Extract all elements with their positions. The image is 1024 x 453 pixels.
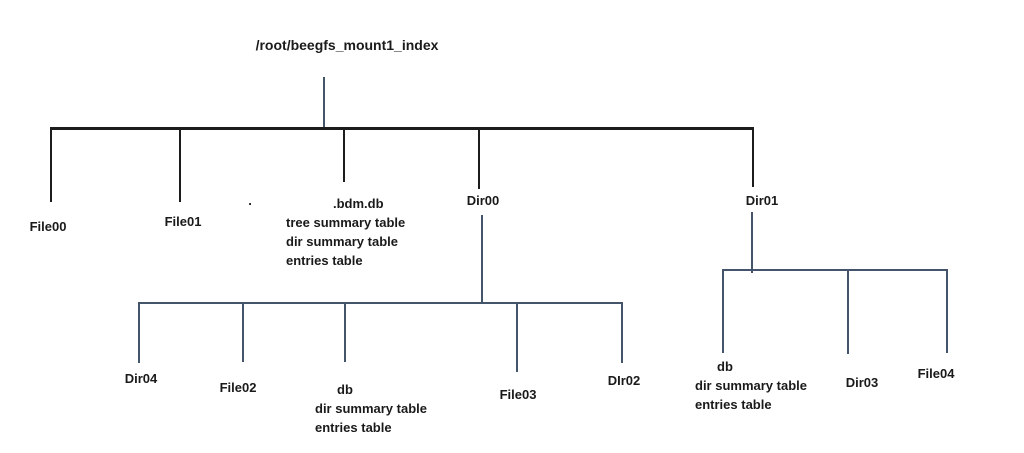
node-label-dir00: Dir00	[466, 193, 500, 208]
node-label-bdmdb-block: .bdm.db tree summary table dir summary t…	[286, 194, 405, 270]
db1-sublabel-dir-summary: dir summary table	[695, 378, 807, 393]
node-label-db1-block: db dir summary table entries table	[695, 357, 807, 414]
dir00-subtree-bar	[138, 302, 623, 304]
file01-drop-line	[179, 128, 181, 202]
node-label-dot: .	[248, 193, 252, 208]
db1-drop-line	[722, 270, 724, 353]
dir03-drop-line	[847, 270, 849, 354]
bdmdb-sublabel-entries: entries table	[286, 253, 363, 268]
file03-drop-line	[516, 303, 518, 372]
bdmdb-sublabel-tree-summary: tree summary table	[286, 215, 406, 230]
node-label-file02: File02	[219, 380, 257, 395]
dir01-drop-line	[752, 128, 754, 187]
node-label-root: /root/beegfs_mount1_index	[255, 37, 439, 53]
file04-drop-line	[946, 270, 948, 353]
db0-sublabel-entries: entries table	[315, 420, 392, 435]
db1-sublabel-entries: entries table	[695, 397, 772, 412]
bdmdb-drop-line	[343, 128, 345, 182]
dir00-subtree-connector-line	[481, 215, 483, 303]
node-label-dir02: DIr02	[607, 373, 641, 388]
node-label-dir03: Dir03	[845, 375, 879, 390]
dir02-drop-line	[621, 303, 623, 363]
dir00-drop-line	[478, 128, 480, 189]
dir01-subtree-bar	[722, 269, 948, 271]
level1-bar	[50, 127, 754, 130]
db0-drop-line	[344, 303, 346, 362]
node-label-db0: db	[337, 382, 353, 397]
node-label-db1: db	[717, 359, 733, 374]
root-connector-line	[323, 77, 325, 128]
node-label-file04: File04	[917, 366, 955, 381]
node-label-bdmdb: .bdm.db	[333, 196, 384, 211]
node-label-file00: File00	[29, 219, 67, 234]
dir01-subtree-connector-line	[751, 212, 753, 273]
dir04-drop-line	[138, 303, 140, 363]
node-label-file03: File03	[499, 387, 537, 402]
file00-drop-line	[50, 128, 52, 202]
db0-sublabel-dir-summary: dir summary table	[315, 401, 427, 416]
node-label-dir01: Dir01	[745, 193, 779, 208]
file02-drop-line	[242, 303, 244, 362]
bdmdb-sublabel-dir-summary: dir summary table	[286, 234, 398, 249]
node-label-file01: File01	[164, 214, 202, 229]
node-label-db0-block: db dir summary table entries table	[315, 380, 427, 437]
node-label-dir04: Dir04	[124, 371, 158, 386]
